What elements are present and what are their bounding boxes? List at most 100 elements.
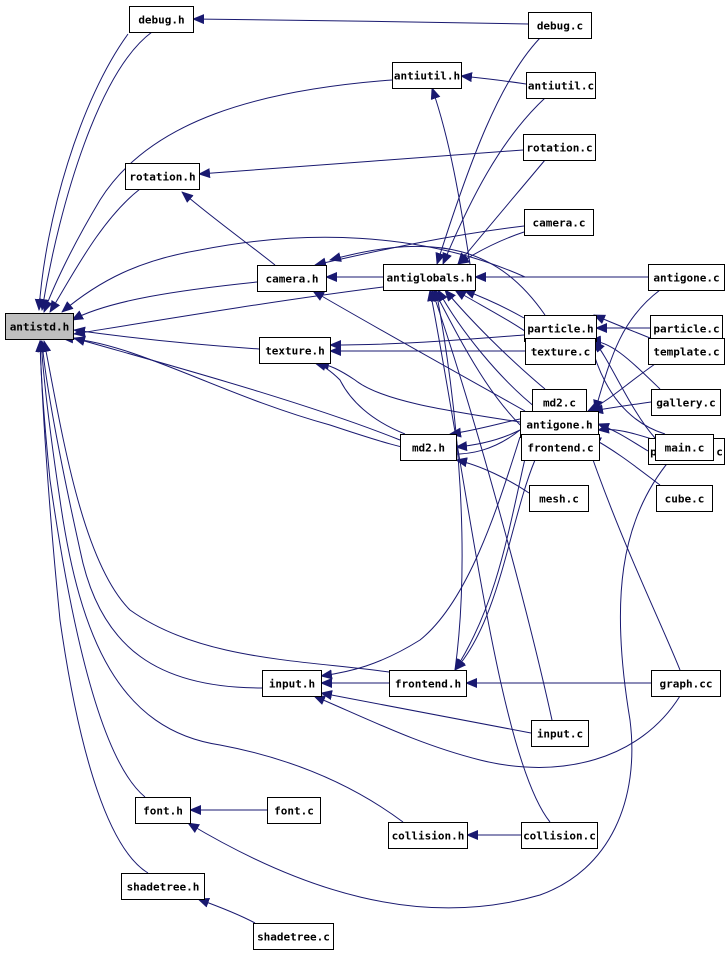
edge-debug_h-to-antistd bbox=[38, 31, 153, 311]
edge-camera_h-to-rotation_h bbox=[181, 191, 276, 266]
edge-graph_cc-to-antigone_h bbox=[583, 436, 681, 671]
node-box[interactable] bbox=[129, 6, 194, 33]
node-rotation-c[interactable]: rotation.c bbox=[523, 134, 596, 161]
node-antiglobals-h[interactable]: antiglobals.h bbox=[383, 264, 476, 291]
edge-antiutil_c-to-antiutil_h bbox=[460, 72, 527, 85]
edge-particle_h-to-camera_h bbox=[329, 245, 546, 316]
node-antistd[interactable]: antistd.h bbox=[5, 313, 74, 340]
node-label: graph.cc bbox=[660, 678, 713, 691]
edge-font_h-to-antistd bbox=[35, 340, 146, 798]
node-box[interactable] bbox=[525, 338, 596, 365]
node-collision-h[interactable]: collision.h bbox=[388, 822, 468, 849]
node-shadetree-h[interactable]: shadetree.h bbox=[121, 873, 205, 900]
node-label: texture.c bbox=[531, 346, 591, 359]
node-md2-h[interactable]: md2.h bbox=[400, 434, 457, 461]
node-graph-cc[interactable]: graph.cc bbox=[651, 670, 721, 697]
node-collision-c[interactable]: collision.c bbox=[521, 822, 598, 849]
node-particle-c[interactable]: particle.c bbox=[650, 315, 723, 342]
node-font-h[interactable]: font.h bbox=[135, 797, 191, 824]
edge-mesh_c-to-md2_h bbox=[455, 457, 530, 494]
edge-texture_c-to-antiglobals_h bbox=[454, 289, 536, 339]
node-box[interactable] bbox=[521, 822, 598, 849]
node-box[interactable] bbox=[531, 720, 589, 747]
node-rotation-h[interactable]: rotation.h bbox=[125, 163, 200, 190]
edge-debug_c-to-antiglobals_h bbox=[435, 37, 541, 265]
node-main-c[interactable]: main.c bbox=[655, 434, 714, 461]
node-debug-h[interactable]: debug.h bbox=[129, 6, 194, 33]
node-label: mesh.c bbox=[539, 493, 579, 506]
node-box[interactable] bbox=[520, 411, 599, 438]
node-label: input.h bbox=[269, 678, 315, 691]
edge-antigone_h-to-texture_h bbox=[317, 359, 521, 423]
node-box[interactable] bbox=[521, 434, 600, 461]
node-label: antiglobals.h bbox=[386, 272, 472, 285]
node-box[interactable] bbox=[523, 134, 596, 161]
node-box[interactable] bbox=[655, 434, 714, 461]
edge-antiutil_h-to-antistd bbox=[43, 79, 393, 313]
node-mesh-c[interactable]: mesh.c bbox=[529, 485, 589, 512]
node-antiutil-c[interactable]: antiutil.c bbox=[526, 72, 596, 99]
node-box[interactable] bbox=[5, 313, 74, 340]
edge-antigone_h-to-frontend_h bbox=[454, 436, 531, 671]
edge-rotation_c-to-rotation_h bbox=[198, 149, 524, 179]
node-box[interactable] bbox=[526, 72, 596, 99]
edge-input_h-to-antistd bbox=[37, 340, 263, 689]
node-template-c[interactable]: template.c bbox=[648, 338, 725, 365]
node-box[interactable] bbox=[262, 670, 322, 697]
node-input-c[interactable]: input.c bbox=[531, 720, 589, 747]
edge-particles_c-to-particle_h bbox=[593, 340, 656, 439]
edge-antiglobals_h-to-antistd bbox=[73, 286, 384, 338]
edge-collision_c-to-antiglobals_h bbox=[427, 289, 551, 823]
node-camera-c[interactable]: camera.c bbox=[524, 209, 594, 236]
node-input-h[interactable]: input.h bbox=[262, 670, 322, 697]
node-box[interactable] bbox=[528, 12, 592, 39]
edge-collision_h-to-antistd bbox=[36, 340, 404, 823]
node-box[interactable] bbox=[259, 337, 331, 364]
node-box[interactable] bbox=[389, 670, 467, 697]
node-box[interactable] bbox=[253, 923, 334, 950]
node-antigone-h[interactable]: antigone.h bbox=[520, 411, 599, 438]
node-camera-h[interactable]: camera.h bbox=[257, 265, 327, 292]
node-label: antigone.h bbox=[526, 419, 592, 432]
node-box[interactable] bbox=[388, 822, 468, 849]
node-box[interactable] bbox=[392, 62, 462, 89]
node-box[interactable] bbox=[267, 797, 321, 824]
node-box[interactable] bbox=[650, 315, 723, 342]
node-texture-c[interactable]: texture.c bbox=[525, 338, 596, 365]
node-box[interactable] bbox=[524, 209, 594, 236]
node-box[interactable] bbox=[135, 797, 191, 824]
node-box[interactable] bbox=[125, 163, 200, 190]
node-box[interactable] bbox=[529, 485, 589, 512]
node-gallery-c[interactable]: gallery.c bbox=[651, 389, 721, 416]
edge-main_c-to-font_h bbox=[187, 459, 671, 909]
node-shadetree-c[interactable]: shadetree.c bbox=[253, 923, 334, 950]
node-label: frontend.h bbox=[395, 678, 461, 691]
node-label: shadetree.c bbox=[257, 931, 330, 944]
node-particle-h[interactable]: particle.h bbox=[524, 315, 597, 342]
node-frontend-h[interactable]: frontend.h bbox=[389, 670, 467, 697]
node-box[interactable] bbox=[651, 670, 721, 697]
edge-antiutil_c-to-antiglobals_h bbox=[442, 97, 546, 265]
node-debug-c[interactable]: debug.c bbox=[528, 12, 592, 39]
node-font-c[interactable]: font.c bbox=[267, 797, 321, 824]
node-frontend-c[interactable]: frontend.c bbox=[521, 434, 600, 461]
node-box[interactable] bbox=[651, 389, 721, 416]
node-label: md2.c bbox=[543, 397, 576, 410]
node-label: shadetree.h bbox=[127, 881, 200, 894]
edge-frontend_h-to-antistd bbox=[41, 340, 390, 673]
node-box[interactable] bbox=[648, 264, 725, 291]
node-box[interactable] bbox=[121, 873, 205, 900]
edge-antigone_h-to-md2_h bbox=[455, 429, 521, 452]
node-box[interactable] bbox=[524, 315, 597, 342]
node-texture-h[interactable]: texture.h bbox=[259, 337, 331, 364]
node-box[interactable] bbox=[648, 338, 725, 365]
node-cube-c[interactable]: cube.c bbox=[656, 485, 713, 512]
edge-antigone_h-to-input_h bbox=[320, 436, 521, 680]
node-box[interactable] bbox=[383, 264, 476, 291]
edge-texture_h-to-antistd bbox=[73, 326, 260, 350]
node-box[interactable] bbox=[257, 265, 327, 292]
node-box[interactable] bbox=[400, 434, 457, 461]
node-box[interactable] bbox=[656, 485, 713, 512]
node-antigone-c[interactable]: antigone.c bbox=[648, 264, 725, 291]
node-antiutil-h[interactable]: antiutil.h bbox=[392, 62, 462, 89]
